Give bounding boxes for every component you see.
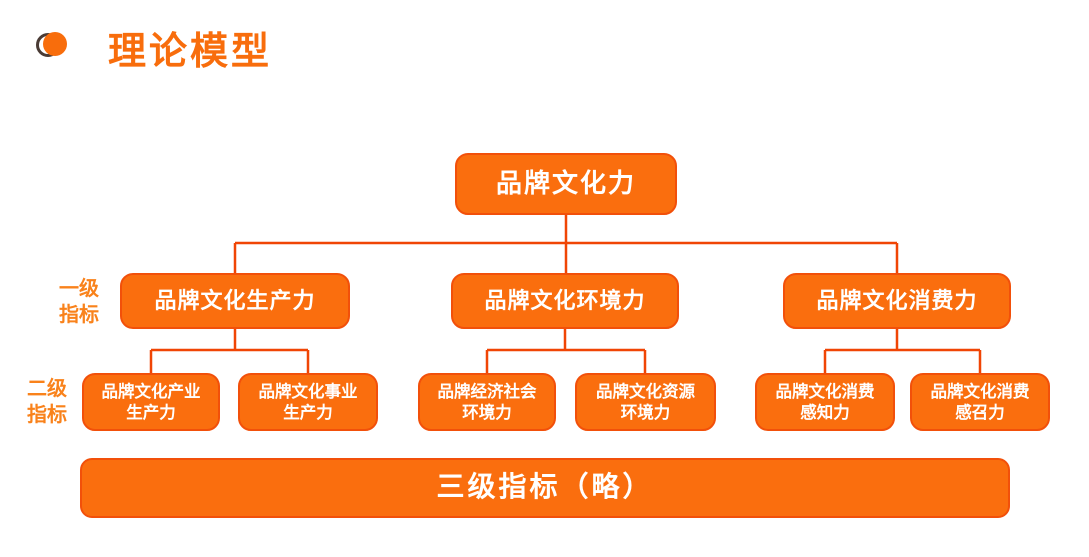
bullet-dot bbox=[43, 32, 67, 56]
row-label-level2-line1: 二级 bbox=[27, 378, 67, 400]
node-text-line: 品牌文化事业 bbox=[258, 381, 358, 401]
node-level2-consumption-perception: 品牌文化消费 感知力 bbox=[755, 373, 895, 431]
node-level2-economic-social-environment: 品牌经济社会 环境力 bbox=[418, 373, 556, 431]
row-label-level1-line2: 指标 bbox=[59, 304, 99, 326]
node-level2-culture-resource-environment: 品牌文化资源 环境力 bbox=[575, 373, 716, 431]
node-level1-production: 品牌文化生产力 bbox=[120, 273, 350, 329]
node-level2-undertaking-production: 品牌文化事业 生产力 bbox=[238, 373, 378, 431]
node-text-line: 环境力 bbox=[462, 403, 512, 422]
node-root: 品牌文化力 bbox=[455, 153, 677, 215]
node-text-line: 生产力 bbox=[126, 403, 176, 422]
node-text-line: 品牌文化消费 bbox=[775, 381, 875, 401]
node-text-line: 品牌经济社会 bbox=[437, 381, 537, 401]
node-text-line: 生产力 bbox=[283, 403, 333, 422]
node-text-line: 感召力 bbox=[955, 403, 1005, 422]
node-level1-environment: 品牌文化环境力 bbox=[451, 273, 679, 329]
node-text-line: 品牌文化产业 bbox=[101, 381, 201, 401]
row-label-level1-line1: 一级 bbox=[59, 278, 99, 300]
page-title: 理论模型 bbox=[108, 31, 273, 73]
node-text-line: 品牌文化消费 bbox=[930, 381, 1030, 401]
node-level1-consumption: 品牌文化消费力 bbox=[783, 273, 1011, 329]
node-level2-consumption-appeal: 品牌文化消费 感召力 bbox=[910, 373, 1050, 431]
node-level2-industry-production: 品牌文化产业 生产力 bbox=[82, 373, 220, 431]
node-text-line: 品牌文化资源 bbox=[596, 381, 695, 401]
row-label-level1: 一级 指标 bbox=[46, 276, 112, 328]
title-bullet-icon bbox=[36, 32, 70, 58]
row-label-level2: 二级 指标 bbox=[14, 376, 80, 428]
node-level3-bar: 三级指标（略） bbox=[80, 458, 1010, 518]
node-text-line: 感知力 bbox=[800, 403, 850, 422]
row-label-level2-line2: 指标 bbox=[27, 404, 67, 426]
node-text-line: 环境力 bbox=[620, 403, 671, 422]
